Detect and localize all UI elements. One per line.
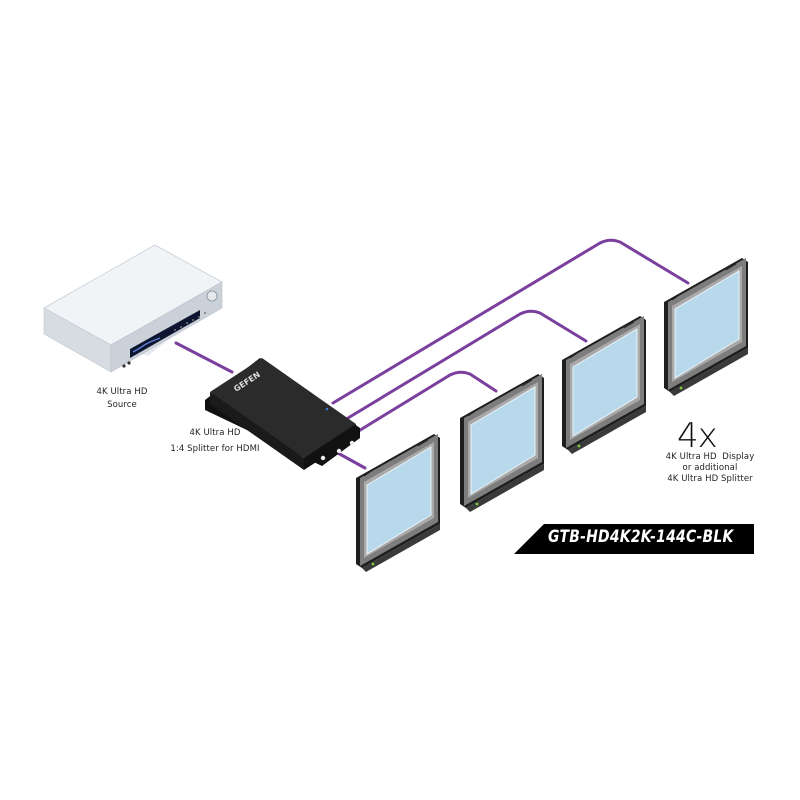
splitter-label: 4K Ultra HD 1:4 Splitter for HDMI (160, 427, 270, 456)
splitter-label-line1: 4K Ultra HD (189, 428, 241, 438)
cable-source-to-splitter (174, 341, 234, 374)
monitor-icon-display-3 (561, 315, 647, 455)
cable-splitter-to-display-4 (331, 238, 690, 405)
source-label-line2: Source (107, 400, 137, 410)
cable-splitter-to-display-2 (355, 370, 498, 434)
splitter-label-line2: 1:4 Splitter for HDMI (170, 444, 260, 454)
monitor-icon-display-2 (459, 373, 545, 513)
monitor-icon-display-1 (355, 433, 441, 573)
av-receiver-icon (43, 244, 223, 373)
cable-splitter-to-display-1 (334, 450, 367, 470)
displays-label-line3: 4K Ultra HD Splitter (667, 474, 753, 484)
model-banner (514, 524, 754, 554)
source-label-line1: 4K Ultra HD (96, 387, 148, 397)
hdmi-cables (174, 238, 690, 470)
monitor-icon-display-4 (663, 257, 749, 397)
display-count-label: 4x (677, 416, 718, 456)
displays-label-line2: or additional (682, 463, 738, 473)
hdmi-splitter-icon: GEFEN (205, 358, 360, 470)
cable-splitter-to-display-3 (346, 309, 588, 420)
displays-label: 4K Ultra HD Display or additional 4K Ult… (660, 452, 760, 485)
source-label: 4K Ultra HD Source (82, 386, 162, 412)
model-number: GTB-HD4K2K-144C-BLK (548, 527, 734, 547)
displays-label-line1: 4K Ultra HD Display (665, 452, 755, 462)
